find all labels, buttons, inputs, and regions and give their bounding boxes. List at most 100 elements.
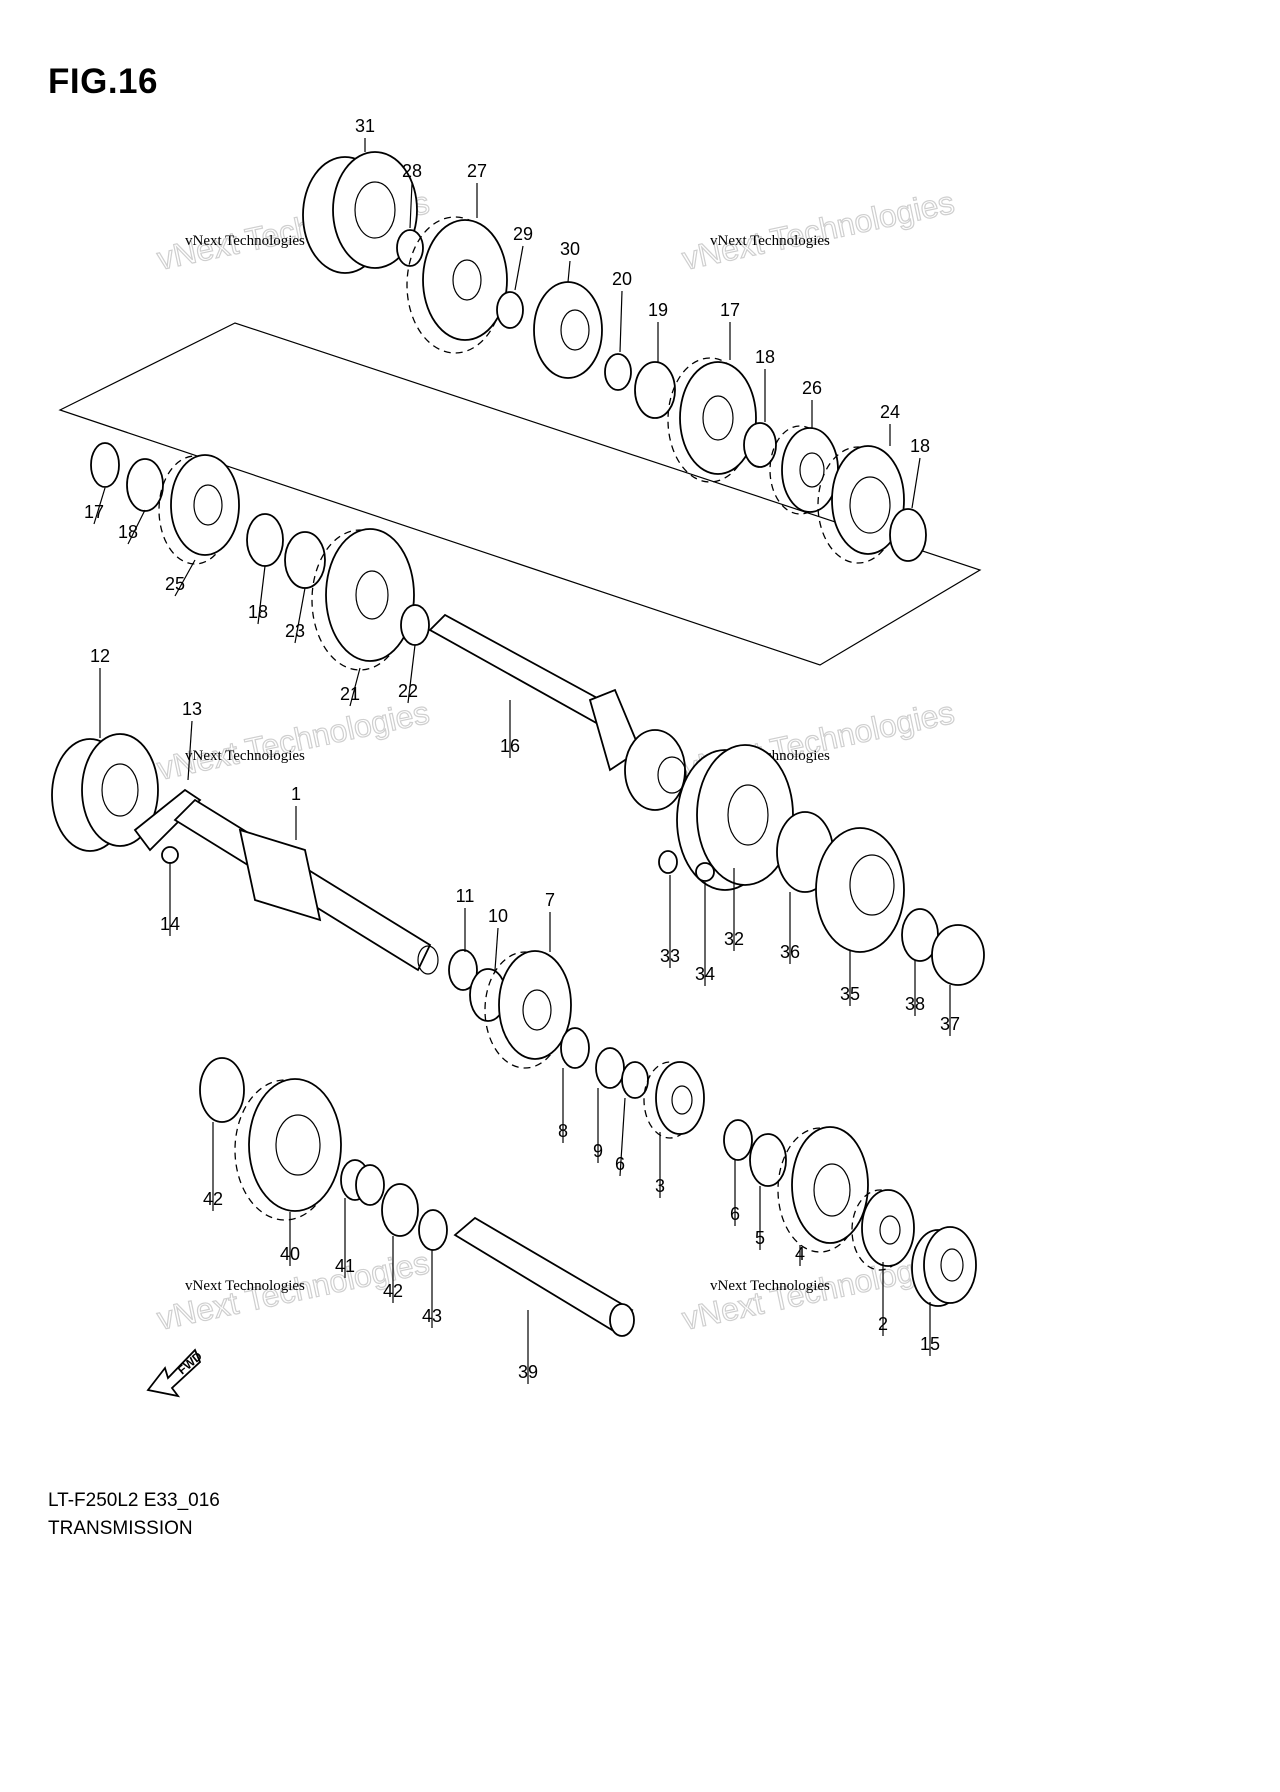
part-14-screw xyxy=(161,846,179,864)
callout-leader-18 xyxy=(257,565,266,625)
part-34-screw xyxy=(695,862,715,882)
part-9-washer xyxy=(595,1047,625,1089)
callout-label-36: 36 xyxy=(780,942,800,962)
part-18-circlip-left xyxy=(126,458,164,512)
callout-leader-23 xyxy=(294,587,306,644)
callout-label-39: 39 xyxy=(518,1362,538,1382)
callout-label-32: 32 xyxy=(724,929,744,949)
part-40-gear xyxy=(234,1078,342,1221)
callout-label-27: 27 xyxy=(467,161,487,181)
callout-leader-10 xyxy=(494,927,499,971)
callout-leader-25 xyxy=(174,559,196,597)
subassembly-outline xyxy=(58,322,982,666)
part-24-gear xyxy=(817,445,905,564)
part-33-lockwasher xyxy=(658,850,678,874)
model-code-caption: LT-F250L2 E33_016 xyxy=(48,1490,220,1511)
callout-label-26: 26 xyxy=(802,378,822,398)
part-17-gear xyxy=(667,357,757,483)
part-42-washer-right xyxy=(381,1183,419,1237)
part-15-bearing xyxy=(911,1226,977,1307)
callout-label-10: 10 xyxy=(488,906,508,926)
part-42-washer-left xyxy=(199,1057,245,1123)
watermark-small-2: vNext Technologies xyxy=(710,233,830,249)
callout-leader-21 xyxy=(349,667,361,707)
callout-label-42: 42 xyxy=(383,1281,403,1301)
callout-label-35: 35 xyxy=(840,984,860,1004)
part-28-washer xyxy=(396,229,424,267)
callout-label-9: 9 xyxy=(593,1141,603,1161)
callout-label-30: 30 xyxy=(560,239,580,259)
part-21-gear xyxy=(311,528,415,671)
callout-label-4: 4 xyxy=(795,1244,805,1264)
callout-leader-22 xyxy=(407,644,416,704)
callout-label-22: 22 xyxy=(398,681,418,701)
part-8-bushing xyxy=(560,1027,590,1069)
part-1-mainshaft xyxy=(173,798,439,975)
part-17-washer-left xyxy=(90,442,120,488)
part-29-washer xyxy=(496,291,524,329)
callout-label-11: 11 xyxy=(456,886,475,906)
callout-label-18: 18 xyxy=(910,436,930,456)
callout-leader-13 xyxy=(187,720,193,781)
callout-label-37: 37 xyxy=(940,1014,960,1034)
part-12-bearing xyxy=(51,733,159,852)
callout-leader-18 xyxy=(911,457,921,509)
part-18-bushing-right xyxy=(889,508,927,562)
callout-leader-28 xyxy=(409,182,413,229)
callout-label-41: 41 xyxy=(335,1256,355,1276)
part-18-circlip-mid xyxy=(246,513,284,567)
part-31-bearing xyxy=(302,151,418,274)
callout-label-8: 8 xyxy=(558,1121,568,1141)
part-37-nut xyxy=(931,924,985,986)
callout-label-19: 19 xyxy=(648,300,668,320)
part-22-bushing xyxy=(400,604,430,646)
figure-title: FIG.16 xyxy=(48,62,158,101)
callout-label-14: 14 xyxy=(160,914,180,934)
callout-label-18: 18 xyxy=(755,347,775,367)
callout-label-20: 20 xyxy=(612,269,632,289)
part-6-circlip-lower xyxy=(723,1119,753,1161)
part-23-washer xyxy=(284,531,326,589)
callout-label-40: 40 xyxy=(280,1244,300,1264)
callout-label-24: 24 xyxy=(880,402,900,422)
part-27-gear xyxy=(406,216,508,354)
callout-label-31: 31 xyxy=(355,116,375,136)
callout-label-34: 34 xyxy=(695,964,715,984)
callout-label-17: 17 xyxy=(84,502,104,522)
part-18-bushing-top xyxy=(743,422,777,468)
part-4-gear xyxy=(777,1126,869,1253)
callout-label-16: 16 xyxy=(500,736,520,756)
callout-label-1: 1 xyxy=(291,784,301,804)
callout-label-28: 28 xyxy=(402,161,422,181)
callout-label-12: 12 xyxy=(90,646,110,666)
callout-label-6: 6 xyxy=(615,1154,625,1174)
callout-label-2: 2 xyxy=(878,1314,888,1334)
assembly-name-caption: TRANSMISSION xyxy=(48,1518,193,1539)
callout-label-38: 38 xyxy=(905,994,925,1014)
callout-label-17: 17 xyxy=(720,300,740,320)
watermark-small-1: vNext Technologies xyxy=(185,233,305,249)
callout-label-29: 29 xyxy=(513,224,533,244)
callout-label-21: 21 xyxy=(340,684,360,704)
callout-leader-18 xyxy=(127,509,146,545)
callout-label-18: 18 xyxy=(248,602,268,622)
callout-leader-17 xyxy=(93,487,106,525)
callout-leader-29 xyxy=(514,245,524,291)
part-2-gear xyxy=(851,1189,915,1271)
callout-label-7: 7 xyxy=(545,890,555,910)
part-5-washer xyxy=(749,1133,787,1187)
part-7-gear xyxy=(484,950,572,1069)
part-3-gear xyxy=(643,1061,705,1139)
callout-label-15: 15 xyxy=(920,1334,940,1354)
part-13-retainer xyxy=(133,788,202,852)
callout-label-25: 25 xyxy=(165,574,185,594)
part-20-circlip xyxy=(604,353,632,391)
watermark-small-5: vNext Technologies xyxy=(185,1278,305,1294)
part-35-bevel-gear xyxy=(815,827,905,953)
callout-leader-30 xyxy=(567,260,571,283)
callout-label-13: 13 xyxy=(182,699,202,719)
callout-label-5: 5 xyxy=(755,1228,765,1248)
fwd-arrow: FWD xyxy=(146,1348,205,1398)
